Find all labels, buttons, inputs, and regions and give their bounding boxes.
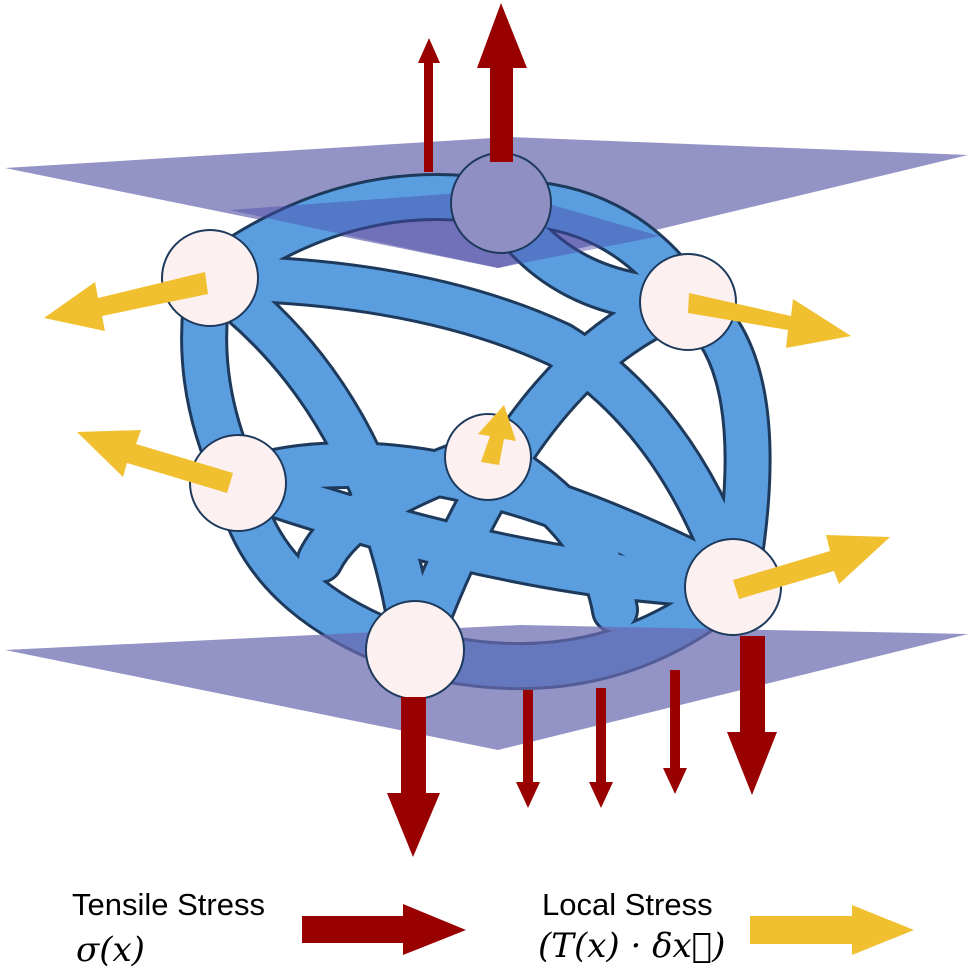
legend-local-arrow[interactable] bbox=[750, 905, 914, 955]
tensile-arrow-top-small bbox=[418, 38, 440, 172]
tensile-arrow-bottom-large bbox=[387, 697, 440, 857]
node-top bbox=[450, 152, 552, 254]
tensile-arrow-bottom-small-3 bbox=[663, 670, 687, 794]
top-plane-front bbox=[230, 190, 660, 268]
legend-local-label: Local Stress bbox=[542, 887, 713, 922]
local-arrow-upper-left bbox=[44, 272, 208, 331]
tensile-stress-arrows bbox=[387, 3, 777, 857]
node-right bbox=[684, 538, 782, 636]
legend-tensile-arrow[interactable] bbox=[302, 904, 466, 955]
local-stress-arrows bbox=[44, 272, 890, 599]
legend-tensile-formula: σ(x) bbox=[76, 930, 145, 970]
local-arrow-left bbox=[77, 430, 233, 493]
tensile-arrow-bottom-large-right bbox=[727, 636, 777, 795]
bottom-plane bbox=[5, 625, 968, 750]
local-arrow-upper-right bbox=[688, 293, 851, 348]
tensile-arrow-top-large bbox=[477, 3, 527, 162]
node-upper-right bbox=[639, 253, 737, 351]
tensile-arrow-bottom-small-2 bbox=[589, 688, 613, 808]
local-arrow-center bbox=[478, 405, 516, 465]
node-bottom bbox=[365, 600, 465, 700]
local-arrow-right bbox=[733, 535, 890, 599]
node-left bbox=[189, 434, 287, 532]
tensile-arrow-bottom-small-1 bbox=[516, 690, 540, 808]
node-upper-left bbox=[161, 229, 259, 327]
legend-local-formula: (T(x) · δx⃗) bbox=[538, 926, 726, 966]
legend-tensile-label: Tensile Stress bbox=[72, 887, 265, 922]
